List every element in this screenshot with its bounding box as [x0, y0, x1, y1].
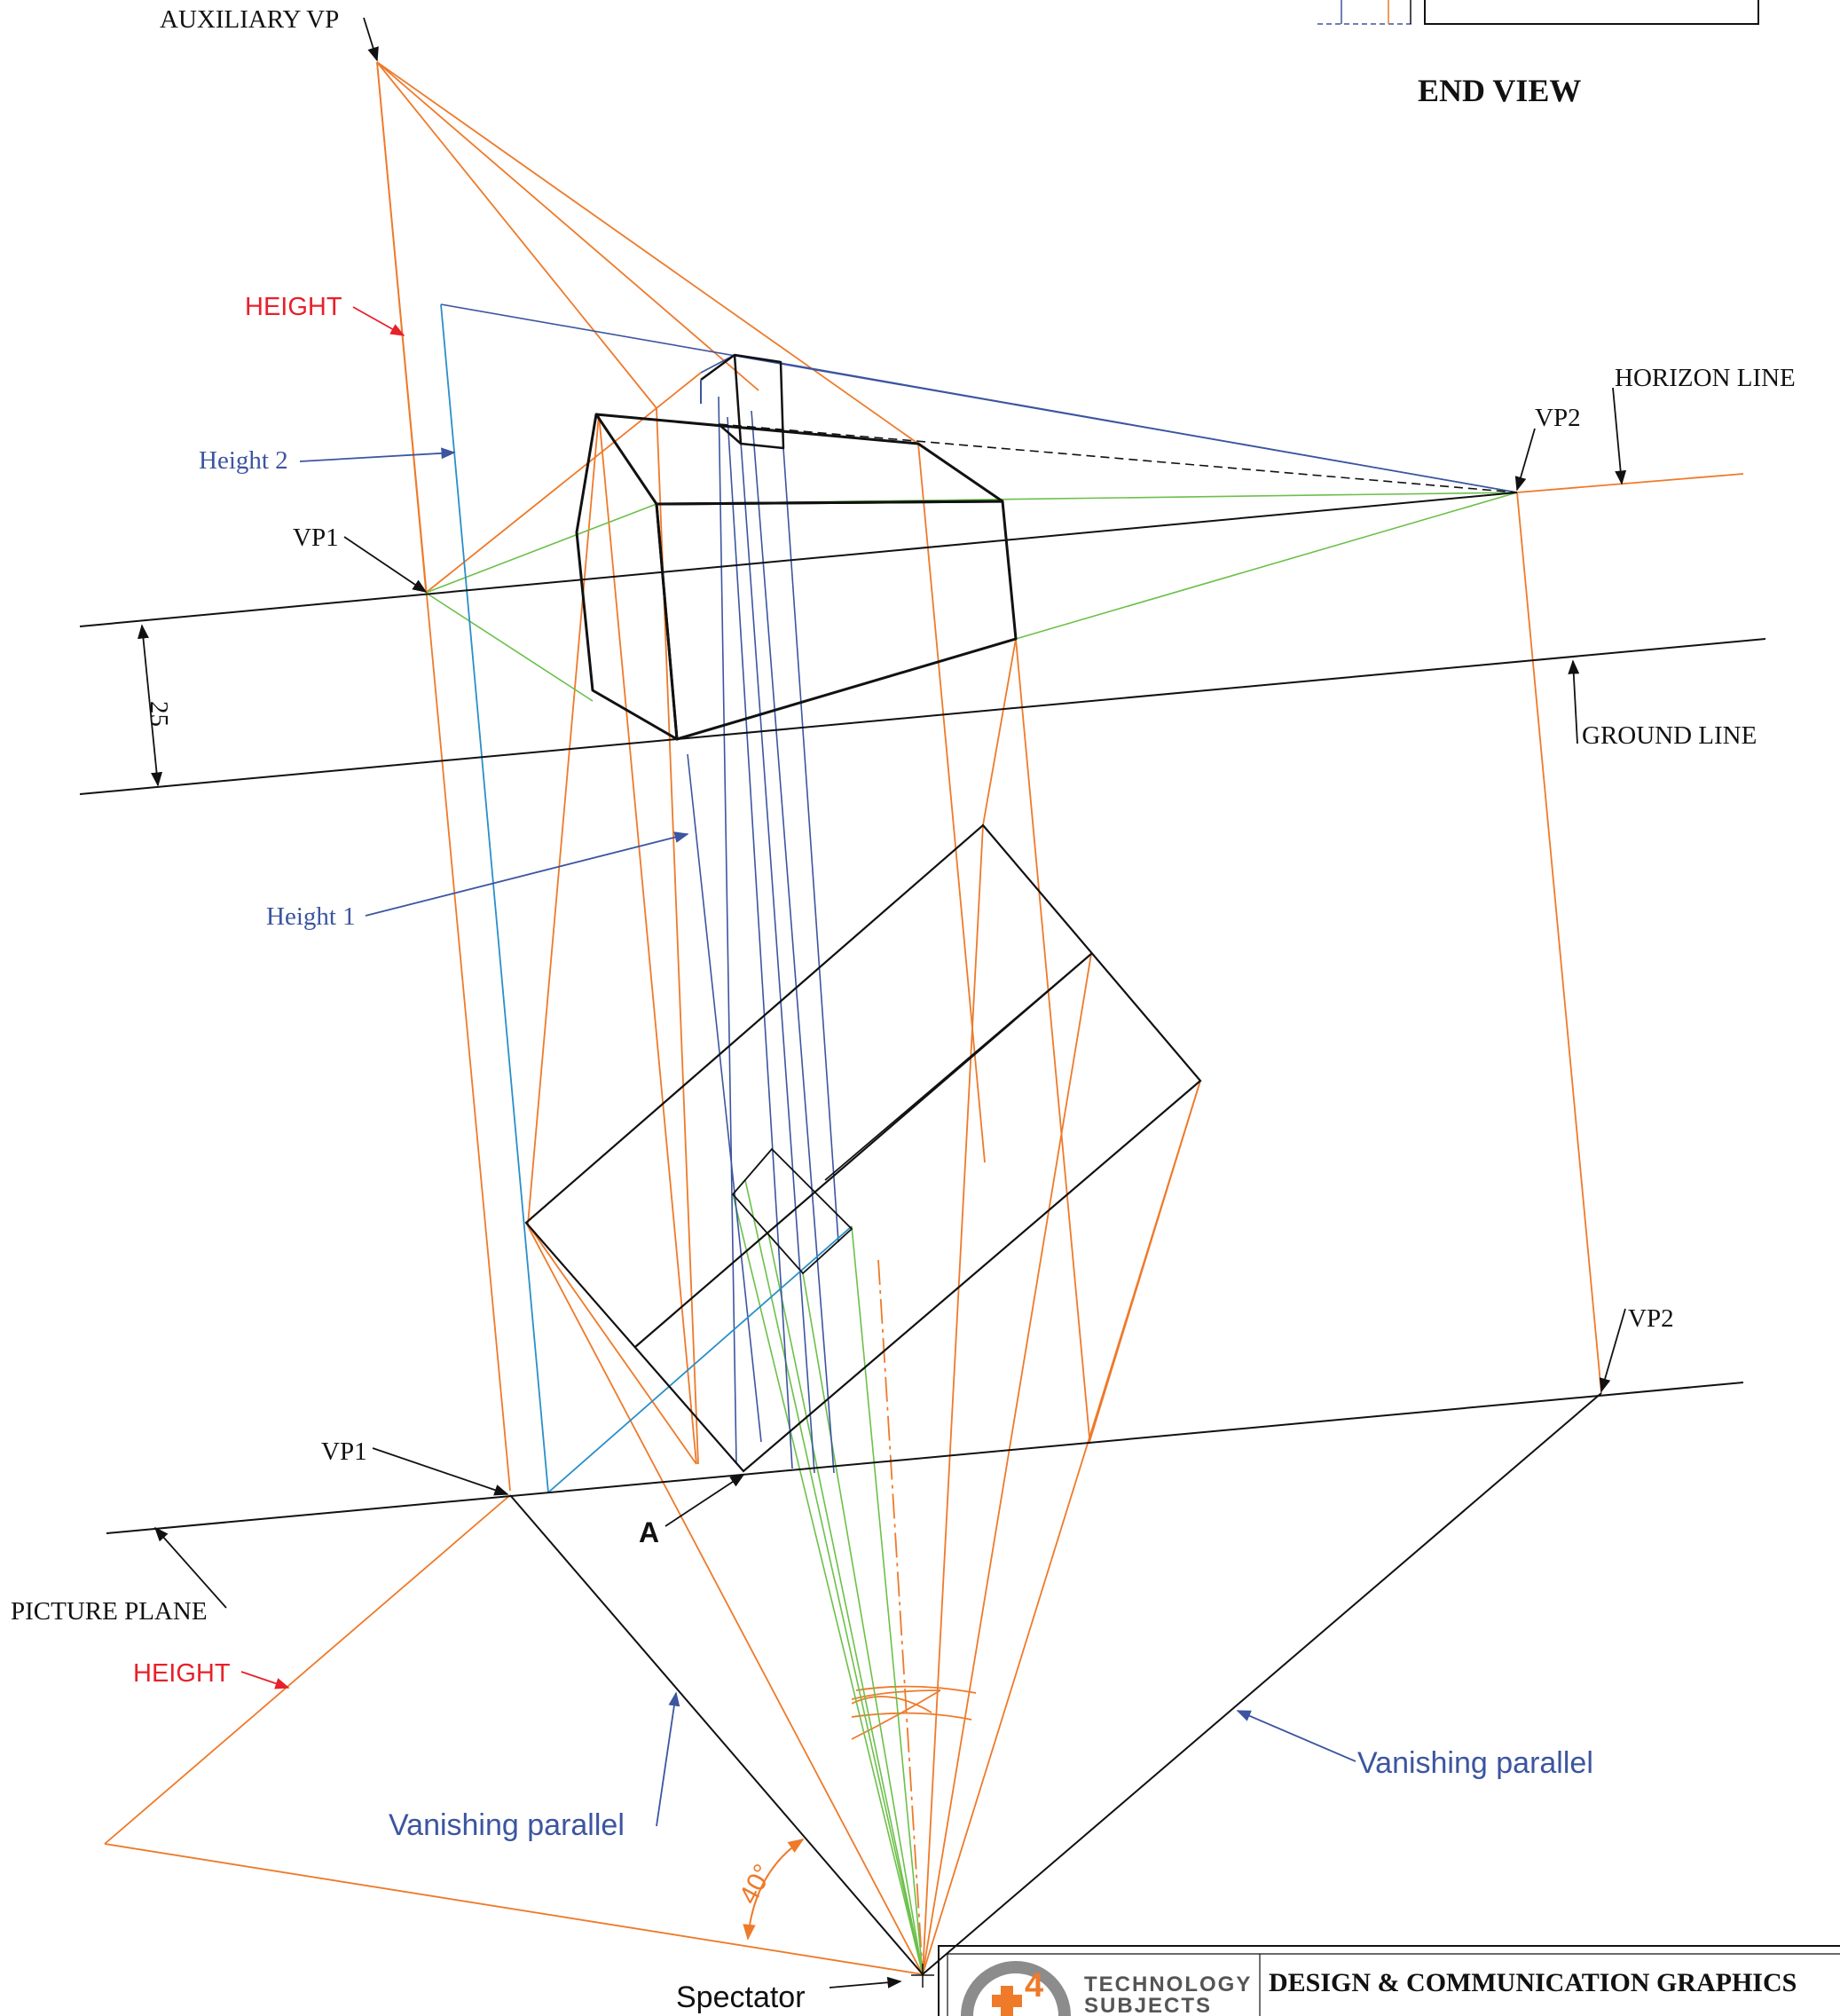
ground-line-label: GROUND LINE	[1582, 721, 1757, 750]
spectator-point	[911, 1964, 934, 1988]
horizon-line-label: HORIZON LINE	[1615, 364, 1796, 392]
height1-label: Height 1	[266, 902, 356, 931]
picture-plane-label: PICTURE PLANE	[11, 1597, 208, 1626]
dimension-25	[138, 624, 162, 787]
height-label-bottom: HEIGHT	[133, 1659, 231, 1688]
plan-view	[524, 823, 1202, 1473]
light-blue-height2	[440, 303, 853, 1493]
vp1-top-label: VP1	[293, 524, 339, 552]
height-label-top: HEIGHT	[245, 293, 342, 321]
logo-line2: SUBJECTS	[1084, 1994, 1212, 2016]
title-block-title: DESIGN & COMMUNICATION GRAPHICS	[1269, 1968, 1797, 1997]
title-block: 4 TECHNOLOGY SUBJECTS DESIGN & COMMUNICA…	[938, 1945, 1840, 2016]
logo-number: 4	[1025, 1967, 1043, 2004]
end-view-title: END VIEW	[1418, 73, 1581, 108]
orange-construction-lines	[104, 61, 1744, 1975]
technology-subjects-logo: 4 TECHNOLOGY SUBJECTS	[961, 1961, 1252, 2016]
vanishing-parallel-right-label: Vanishing parallel	[1357, 1746, 1593, 1780]
blue-projection-lines	[440, 303, 1518, 1474]
vp2-bottom-label: VP2	[1628, 1304, 1674, 1333]
angle-arc	[743, 1838, 805, 1941]
point-a-label: A	[639, 1516, 659, 1548]
angle-40-label: 40°	[734, 1860, 778, 1910]
blue-dashed-line	[718, 423, 1518, 493]
auxiliary-vp-label: AUXILIARY VP	[160, 5, 339, 34]
dimension-25-label: 25	[145, 701, 173, 727]
vp2-top-label: VP2	[1535, 404, 1581, 432]
vanishing-parallel-left-label: Vanishing parallel	[389, 1808, 625, 1842]
logo-line1: TECHNOLOGY	[1084, 1973, 1252, 1996]
perspective-building	[575, 353, 1018, 741]
vp1-bottom-label: VP1	[321, 1437, 367, 1466]
end-view-fragment	[1317, 0, 1759, 25]
reference-lines	[79, 492, 1766, 1975]
leader-arrows	[153, 17, 1627, 1988]
height2-label: Height 2	[199, 446, 288, 475]
spectator-label: Spectator	[676, 1981, 806, 2014]
green-projection-lines	[425, 492, 1518, 1975]
